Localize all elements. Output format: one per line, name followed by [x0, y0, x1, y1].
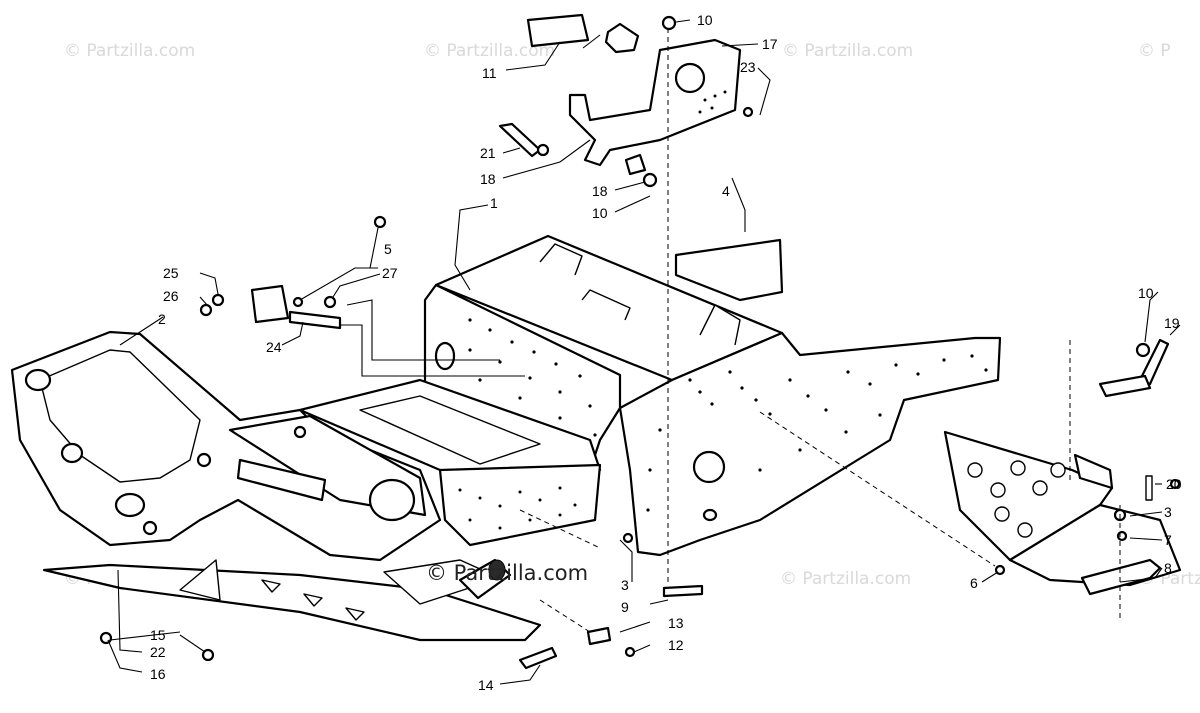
- watermark: © P: [1138, 41, 1171, 61]
- callout-1: 1: [490, 195, 498, 211]
- callout-16: 16: [150, 666, 166, 682]
- steering-bracket: [526, 13, 742, 167]
- callout-11: 11: [482, 65, 497, 81]
- callout-18: 18: [480, 171, 496, 187]
- callout-10: 10: [1138, 285, 1154, 301]
- callout-27: 27: [382, 265, 398, 281]
- front-frame: [423, 234, 1002, 557]
- callout-3: 3: [621, 577, 629, 593]
- footrest-bracket: [943, 338, 1182, 596]
- callout-12: 12: [668, 637, 684, 653]
- watermark: © Partzilla.com: [782, 41, 913, 61]
- callout-25: 25: [163, 265, 179, 281]
- tunnel-floor: [298, 378, 602, 547]
- callout-7: 7: [1164, 532, 1172, 548]
- callout-10: 10: [697, 12, 713, 28]
- belly-pan: [42, 559, 542, 642]
- hardware: [99, 15, 1181, 670]
- callout-13: 13: [668, 615, 684, 631]
- callouts: 10 17 23 11 21 18 18 10 1 4 5 25 27 26 2…: [150, 12, 1182, 693]
- callout-22: 22: [150, 644, 166, 660]
- watermark: © Partzilla.com: [780, 569, 911, 589]
- callout-18: 18: [592, 183, 608, 199]
- callout-20: 20: [1166, 476, 1182, 492]
- rear-bumper-frame: [10, 330, 442, 562]
- watermark: © Partzilla.com: [426, 561, 588, 585]
- callout-26: 26: [163, 288, 179, 304]
- watermark: © Partzilla.com: [64, 41, 195, 61]
- leader-lines: [107, 19, 1181, 685]
- callout-4: 4: [722, 183, 730, 199]
- callout-14: 14: [478, 677, 494, 693]
- callout-23: 23: [740, 59, 756, 75]
- watermarks: © Partzilla.com © Partzilla.com © Partzi…: [64, 41, 1200, 589]
- callout-15: 15: [150, 627, 166, 643]
- callout-19: 19: [1164, 315, 1180, 331]
- callout-24: 24: [266, 339, 282, 355]
- callout-8: 8: [1164, 560, 1172, 576]
- watermark: © Partzilla.com: [424, 41, 555, 61]
- callout-17: 17: [762, 36, 778, 52]
- callout-3: 3: [1164, 504, 1172, 520]
- callout-6: 6: [970, 575, 978, 591]
- callout-21: 21: [480, 145, 496, 161]
- callout-10: 10: [592, 205, 608, 221]
- callout-2: 2: [158, 311, 166, 327]
- callout-9: 9: [621, 599, 629, 615]
- callout-5: 5: [384, 241, 392, 257]
